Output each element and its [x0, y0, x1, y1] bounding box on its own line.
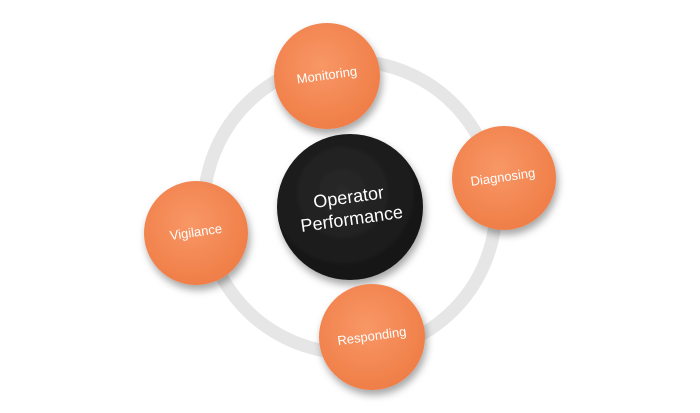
node-monitoring: Monitoring — [274, 23, 380, 129]
node-diagnosing: Diagnosing — [452, 126, 556, 230]
node-vigilance: Vigilance — [144, 181, 248, 285]
center-node: Operator Performance — [277, 134, 423, 280]
node-responding: Responding — [319, 284, 425, 390]
node-label-vigilance: Vigilance — [169, 221, 223, 243]
